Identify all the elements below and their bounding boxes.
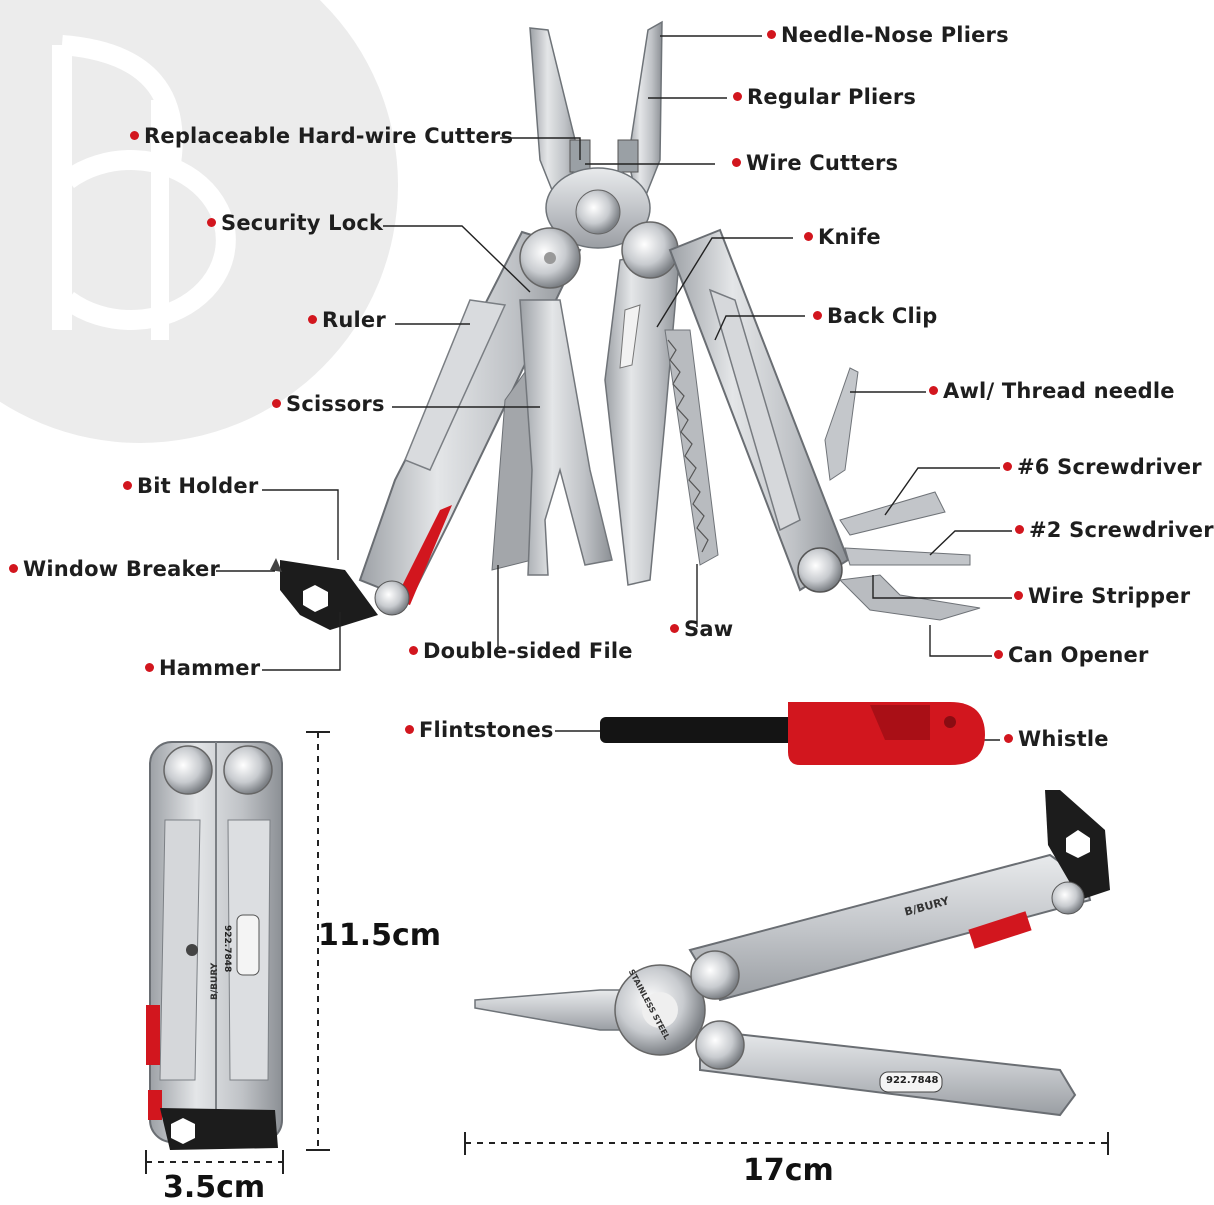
- label-text: Whistle: [1018, 727, 1109, 751]
- red-dot-icon: [308, 314, 317, 324]
- label-back-clip: Back Clip: [813, 304, 938, 328]
- label-double-sided-file: Double-sided File: [409, 639, 633, 663]
- red-dot-icon: [804, 231, 813, 241]
- label-window-breaker: Window Breaker: [9, 557, 220, 581]
- label-text: Double-sided File: [423, 639, 633, 663]
- label-security-lock: Security Lock: [207, 211, 383, 235]
- label-text: Hammer: [159, 656, 261, 680]
- dimension-length: 17cm: [743, 1153, 834, 1188]
- dimension-height: 11.5cm: [318, 918, 442, 953]
- label-awl: Awl/ Thread needle: [929, 379, 1175, 403]
- fire-starter: [600, 702, 985, 765]
- label-can-opener: Can Opener: [994, 643, 1149, 667]
- label-ruler: Ruler: [308, 308, 386, 332]
- label-text: Replaceable Hard-wire Cutters: [144, 124, 514, 148]
- folded-multitool: [146, 741, 283, 1150]
- red-dot-icon: [733, 91, 742, 101]
- red-dot-icon: [929, 385, 938, 395]
- red-clip: [395, 505, 452, 605]
- brand-watermark-logo: [0, 0, 398, 443]
- label-text: Flintstones: [419, 718, 554, 742]
- label-needle-nose-pliers: Needle-Nose Pliers: [767, 23, 1009, 47]
- label-text: Window Breaker: [23, 557, 221, 581]
- red-dot-icon: [272, 398, 281, 408]
- red-dot-icon: [9, 563, 18, 573]
- red-dot-icon: [994, 649, 1003, 659]
- label-text: Scissors: [286, 392, 385, 416]
- label-text: Bit Holder: [137, 474, 259, 498]
- screwdriver-2: [844, 547, 971, 566]
- screwdriver-6: [839, 491, 946, 536]
- label-text: Security Lock: [221, 211, 384, 235]
- label-scissors: Scissors: [272, 392, 385, 416]
- red-dot-icon: [409, 645, 418, 655]
- label-text: Regular Pliers: [747, 85, 917, 109]
- saw-blade: [664, 329, 719, 566]
- red-dot-icon: [670, 623, 679, 633]
- red-dot-icon: [405, 724, 414, 734]
- red-dot-icon: [123, 480, 132, 490]
- label-screwdriver-6: #6 Screwdriver: [1003, 455, 1202, 479]
- label-flintstones: Flintstones: [405, 718, 554, 742]
- label-text: Awl/ Thread needle: [943, 379, 1175, 403]
- label-text: Wire Cutters: [746, 151, 899, 175]
- leader-lines: [216, 35, 1012, 741]
- model-tag-long: 922.7848: [886, 1075, 939, 1086]
- label-text: Wire Stripper: [1028, 584, 1191, 608]
- red-dot-icon: [145, 662, 154, 672]
- label-regular-pliers: Regular Pliers: [733, 85, 916, 109]
- label-hammer: Hammer: [145, 656, 260, 680]
- label-screwdriver-2: #2 Screwdriver: [1015, 518, 1214, 542]
- label-wire-cutters: Wire Cutters: [732, 151, 898, 175]
- model-tag-folded: 922.7848: [222, 925, 232, 973]
- label-text: #2 Screwdriver: [1029, 518, 1214, 542]
- label-bit-holder: Bit Holder: [123, 474, 258, 498]
- scissors: [519, 299, 613, 576]
- brand-name-folded: B/BURY: [210, 962, 220, 1000]
- red-dot-icon: [732, 157, 741, 167]
- flint-rod: [600, 717, 795, 743]
- red-dot-icon: [1014, 590, 1023, 600]
- red-dot-icon: [207, 217, 216, 227]
- red-dot-icon: [1004, 733, 1013, 743]
- label-knife: Knife: [804, 225, 881, 249]
- label-text: Back Clip: [827, 304, 938, 328]
- label-text: Saw: [684, 617, 734, 641]
- dimension-lines: [145, 731, 1109, 1174]
- label-saw: Saw: [670, 617, 733, 641]
- label-text: #6 Screwdriver: [1017, 455, 1202, 479]
- closed-long-multitool: [474, 790, 1110, 1117]
- red-dot-icon: [1003, 461, 1012, 471]
- awl: [824, 367, 859, 481]
- red-dot-icon: [130, 130, 139, 140]
- dimension-width: 3.5cm: [163, 1170, 266, 1205]
- label-wire-stripper: Wire Stripper: [1014, 584, 1190, 608]
- knife-blade: [604, 249, 681, 586]
- open-multitool: [270, 20, 981, 630]
- red-dot-icon: [767, 29, 776, 39]
- label-whistle: Whistle: [1004, 727, 1109, 751]
- label-text: Can Opener: [1008, 643, 1149, 667]
- hammer-head: [280, 560, 378, 630]
- label-replaceable-cutters: Replaceable Hard-wire Cutters: [130, 124, 513, 148]
- red-dot-icon: [1015, 524, 1024, 534]
- red-dot-icon: [813, 310, 822, 320]
- label-text: Needle-Nose Pliers: [781, 23, 1009, 47]
- label-text: Ruler: [322, 308, 386, 332]
- label-text: Knife: [818, 225, 881, 249]
